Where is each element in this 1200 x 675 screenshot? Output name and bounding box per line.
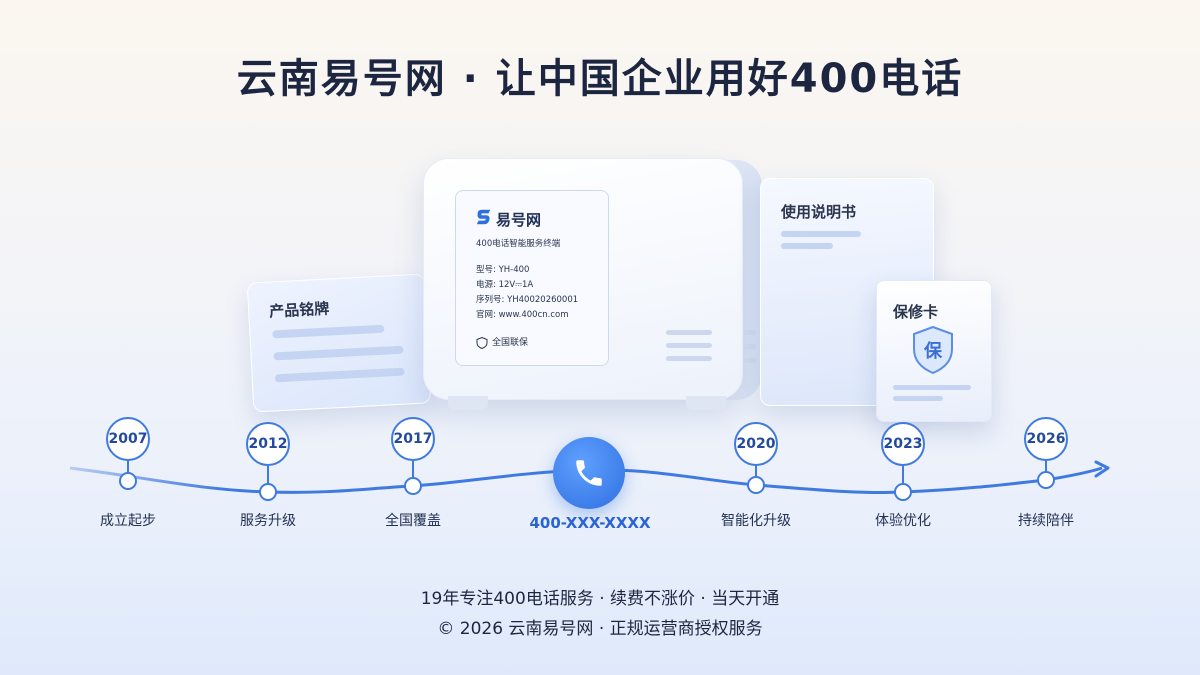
device-label: 易号网 400电话智能服务终端 型号: YH-400 电源: 12V⎓1A 序列… [455,190,609,366]
year-bubble-2023: 2023 [881,422,925,466]
timeline-node [1037,471,1055,489]
spec-website: 官网: www.400cn.com [476,310,569,320]
device-side-vent [744,330,756,335]
manual-line [781,231,861,237]
warranty-line [893,385,971,390]
hotline-number[interactable]: 400-XXX-XXXX [529,514,651,532]
spec-serial: 序列号: YH40020260001 [476,295,579,305]
warranty-title: 保修卡 [893,303,939,321]
timeline-node [894,483,912,501]
device-vent [666,356,712,361]
stage-label: 持续陪伴 [1018,513,1074,529]
timeline-node [747,476,765,494]
year-bubble-2026: 2026 [1024,417,1068,461]
year-bubble-2007: 2007 [106,417,150,461]
footer-copyright: © 2026 云南易号网 · 正规运营商授权服务 [437,619,763,639]
phone-icon [576,460,602,486]
device-foot [686,396,726,410]
manual-title: 使用说明书 [781,203,857,221]
timeline-node [404,477,422,495]
timeline-arrow-icon [1094,460,1110,478]
year-bubble-2020: 2020 [734,422,778,466]
stage-label: 智能化升级 [721,513,791,529]
device-subtitle: 400电话智能服务终端 [476,239,561,249]
timeline-node [119,472,137,490]
year-bubble-2017: 2017 [391,417,435,461]
spec-power: 电源: 12V⎓1A [476,280,534,290]
stage-label: 成立起步 [100,513,156,529]
stage-label: 体验优化 [875,513,931,529]
warranty-shield-icon: 保 [913,325,953,375]
device-side-vent [744,344,756,349]
phone-call-button[interactable] [553,437,625,509]
assurance-row: 全国联保 [476,335,528,349]
device-brand-text: 易号网 [496,211,542,229]
assurance-text: 全国联保 [492,338,529,348]
device-side-vent [744,358,756,363]
year-bubble-2012: 2012 [246,422,290,466]
shield-icon [476,336,488,349]
device-foot [448,396,488,410]
footer-tagline: 19年专注400电话服务 · 续费不涨价 · 当天开通 [420,589,780,609]
page-title: 云南易号网 · 让中国企业用好400电话 [236,56,964,102]
shield-char: 保 [923,340,943,362]
timeline-node [259,483,277,501]
manual-line [781,243,833,249]
stage-label: 服务升级 [240,513,296,529]
spec-model: 型号: YH-400 [476,265,530,275]
warranty-card: 保修卡 保 [876,280,992,422]
device-vent [666,330,712,335]
brand-logo-icon [476,209,491,225]
device-vent [666,343,712,348]
warranty-line [893,396,943,401]
device-brand: 易号网 [476,209,541,230]
stage-label: 全国覆盖 [385,513,441,529]
